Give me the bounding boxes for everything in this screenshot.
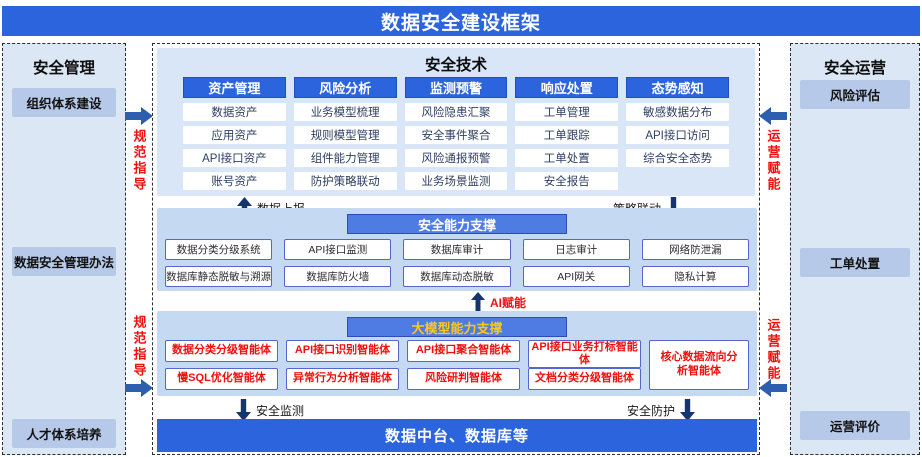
side-item-org-system: 组织体系建设 — [12, 88, 116, 117]
flow-security-protect: 安全防护 — [627, 399, 696, 421]
left-arrow-icon — [756, 379, 790, 397]
capability-item: 数据库防火墙 — [284, 266, 392, 287]
side-item-mgmt-measures: 数据安全管理办法 — [12, 247, 116, 276]
main-title-banner: 数据安全建设框架 — [2, 6, 920, 36]
capability-item: 数据库审计 — [403, 239, 511, 260]
tech-item: 安全事件聚合 — [404, 126, 508, 144]
up-arrow-icon — [471, 292, 485, 312]
tech-item: 规则模型管理 — [293, 126, 397, 144]
tech-column-situation-awareness: 态势感知 敏感数据分布 API接口访问 综合安全态势 — [626, 77, 729, 190]
panel-title: 安全运营 — [823, 60, 886, 77]
tech-item: API接口访问 — [626, 126, 729, 144]
side-item-risk-assessment: 风险评估 — [800, 80, 910, 109]
right-arrow-icon — [125, 107, 153, 125]
down-arrow-icon — [236, 399, 251, 421]
flow-security-monitor: 安全监测 — [236, 399, 304, 421]
agent-item: API接口业务打标智能体 — [528, 340, 642, 368]
guidance-label: 规范指导 — [131, 129, 147, 193]
flow-ai-enable: AI赋能 — [471, 292, 526, 312]
panel-security-technology: 安全技术 资产管理 数据资产 应用资产 API接口资产 账号资产 风险分析 业务… — [157, 48, 755, 196]
tech-item: 防护策略联动 — [293, 172, 397, 190]
left-connector-zone: 规范指导 规范指导 — [125, 43, 153, 455]
side-item-ops-evaluation: 运营评价 — [800, 411, 910, 440]
capability-item: 隐私计算 — [641, 266, 750, 287]
tech-item: 业务模型梳理 — [293, 103, 397, 121]
agent-item: 异常行为分析智能体 — [286, 368, 400, 390]
panel-title: 安全技术 — [424, 57, 487, 74]
capability-item: API网关 — [522, 266, 630, 287]
agent-item: 文档分类分级智能体 — [528, 368, 642, 390]
agent-item: 慢SQL优化智能体 — [165, 368, 279, 390]
agent-item-tall: 核心数据流向分析智能体 — [649, 340, 749, 390]
agent-item: 数据分类分级智能体 — [165, 340, 279, 362]
flow-label: 安全监测 — [256, 403, 305, 418]
capability-item: 网络防泄漏 — [641, 239, 750, 260]
tech-column-monitor-warning: 监测预警 风险隐患汇聚 安全事件聚合 风险通报预警 业务场景监测 — [404, 77, 508, 190]
tech-item: 应用资产 — [183, 126, 286, 144]
tech-column-header: 资产管理 — [183, 77, 286, 98]
capability-item: API接口监测 — [284, 239, 392, 260]
ops-enable-label: 运营赋能 — [765, 129, 781, 193]
ops-enable-label: 运营赋能 — [765, 318, 781, 382]
tech-item: 综合安全态势 — [626, 149, 729, 167]
tech-column-header: 响应处置 — [515, 77, 619, 98]
guidance-label: 规范指导 — [131, 315, 147, 379]
flow-label: 安全防护 — [627, 403, 676, 418]
data-platform-banner: 数据中台、数据库等 — [157, 419, 757, 452]
tech-item: 工单跟踪 — [515, 126, 619, 144]
tech-item: 业务场景监测 — [404, 172, 508, 190]
tech-item: 数据资产 — [183, 103, 286, 121]
tech-column-risk-analysis: 风险分析 业务模型梳理 规则模型管理 组件能力管理 防护策略联动 — [293, 77, 397, 190]
tech-item: 账号资产 — [183, 172, 286, 190]
panel-security-operations: 安全运营 风险评估 工单处置 运营评价 — [790, 43, 920, 455]
tech-column-asset-mgmt: 资产管理 数据资产 应用资产 API接口资产 账号资产 — [183, 77, 286, 190]
tech-item: 安全报告 — [515, 172, 619, 190]
tech-column-header: 态势感知 — [626, 77, 729, 98]
section-title: 安全能力支撑 — [347, 214, 567, 234]
tech-column-response: 响应处置 工单管理 工单跟踪 工单处置 安全报告 — [515, 77, 619, 190]
tech-item: API接口资产 — [183, 149, 286, 167]
tech-item: 风险通报预警 — [404, 149, 508, 167]
capability-item: 日志审计 — [522, 239, 630, 260]
flow-label: AI赋能 — [490, 295, 527, 310]
side-item-talent: 人才体系培养 — [12, 419, 116, 448]
tech-item: 工单管理 — [515, 103, 619, 121]
side-item-ticket-handling: 工单处置 — [800, 248, 910, 277]
panel-title: 安全管理 — [32, 60, 95, 77]
right-connector-zone: 运营赋能 运营赋能 — [756, 43, 790, 455]
agent-item: API接口聚合智能体 — [407, 340, 521, 362]
tech-item: 敏感数据分布 — [626, 103, 729, 121]
tech-column-header: 风险分析 — [293, 77, 397, 98]
tech-column-header: 监测预警 — [404, 77, 508, 98]
capability-item: 数据分类分级系统 — [165, 239, 273, 260]
security-technology-region: 安全技术 资产管理 数据资产 应用资产 API接口资产 账号资产 风险分析 业务… — [152, 43, 760, 455]
panel-security-management: 安全管理 组织体系建设 数据安全管理办法 人才体系培养 — [2, 43, 126, 455]
tech-item: 风险隐患汇聚 — [404, 103, 508, 121]
panel-security-capability: 安全能力支撑 数据分类分级系统 API接口监测 数据库审计 日志审计 网络防泄漏… — [157, 208, 757, 291]
down-arrow-icon — [680, 399, 696, 421]
section-title: 大模型能力支撑 — [347, 317, 567, 337]
right-arrow-icon — [125, 379, 153, 397]
panel-model-capability: 大模型能力支撑 数据分类分级智能体 慢SQL优化智能体 API接口识别智能体 异… — [157, 311, 757, 396]
agent-item: API接口识别智能体 — [286, 340, 400, 362]
capability-item: 数据库静态脱敏与溯源 — [165, 266, 273, 287]
tech-item: 工单处置 — [515, 149, 619, 167]
tech-item: 组件能力管理 — [293, 149, 397, 167]
left-arrow-icon — [756, 107, 790, 125]
agent-item: 风险研判智能体 — [407, 368, 521, 390]
capability-item: 数据库动态脱敏 — [403, 266, 511, 287]
